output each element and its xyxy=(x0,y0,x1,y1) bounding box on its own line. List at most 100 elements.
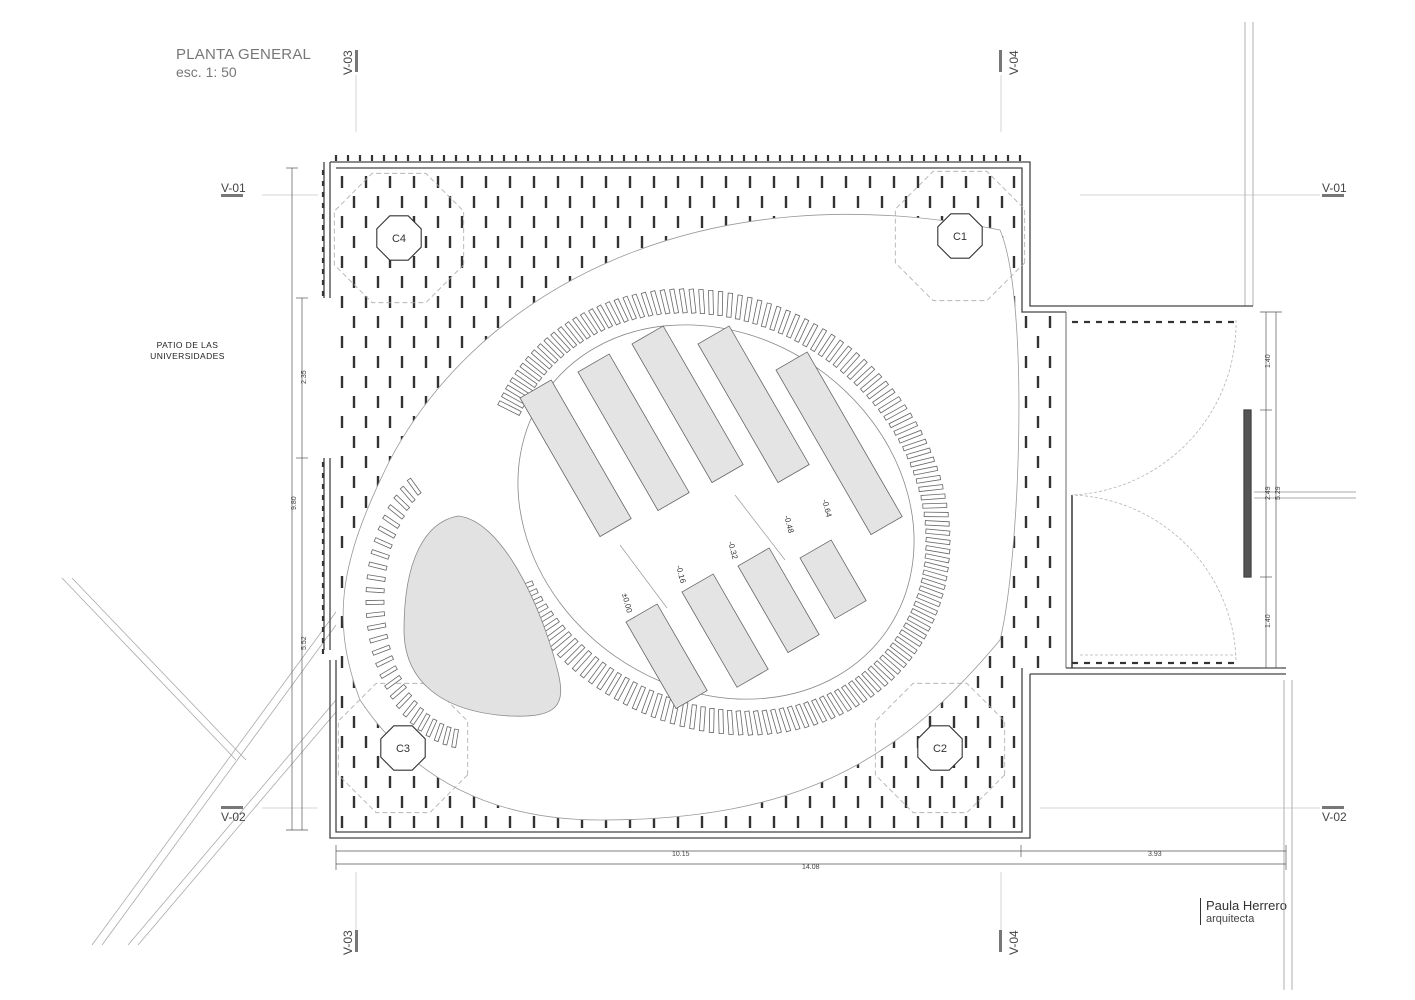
seat xyxy=(613,298,629,323)
section-marker-v04-bottom: V-04 xyxy=(999,930,1021,955)
column xyxy=(376,215,422,261)
seat xyxy=(825,339,845,363)
seat xyxy=(717,291,724,317)
seat xyxy=(726,709,734,736)
seat xyxy=(920,577,946,591)
seat xyxy=(803,701,819,726)
plan-scale: esc. 1: 50 xyxy=(176,64,237,80)
seat xyxy=(888,412,913,429)
seat xyxy=(897,429,923,444)
seat xyxy=(536,343,559,364)
column xyxy=(937,213,983,259)
marker-v04-top-text: V-04 xyxy=(1007,50,1021,75)
seat xyxy=(550,331,571,354)
seat xyxy=(524,355,548,376)
marker-v02-right-text: V-02 xyxy=(1322,810,1347,824)
seat xyxy=(752,710,763,736)
seat xyxy=(925,545,951,555)
seat xyxy=(530,349,553,370)
dim-right-total: 5.29 xyxy=(1275,486,1282,500)
seat xyxy=(867,665,889,687)
seat xyxy=(613,676,630,701)
seat xyxy=(698,706,706,732)
seat xyxy=(579,655,600,679)
seat xyxy=(873,660,896,681)
seat xyxy=(859,372,883,393)
dim-vert-a: 2.35 xyxy=(301,370,308,384)
seat xyxy=(925,536,951,546)
seat xyxy=(373,537,393,550)
seat xyxy=(794,318,810,343)
bench xyxy=(697,325,810,484)
seat xyxy=(826,692,844,716)
marker-v03-bottom-text: V-03 xyxy=(341,930,355,955)
seat xyxy=(898,629,923,648)
axis-lines xyxy=(262,75,1320,935)
seat xyxy=(622,295,637,321)
context-label: PATIO DE LAS UNIVERSIDADES xyxy=(150,340,225,361)
seat xyxy=(918,585,944,599)
seat xyxy=(903,622,927,640)
section-marker-v04-top: V-04 xyxy=(999,50,1021,75)
section-marker-v02-left: V-02 xyxy=(221,806,246,824)
seat xyxy=(365,599,385,605)
bench xyxy=(681,573,769,688)
aisle-lines xyxy=(619,494,786,609)
marker-v01-left-text: V-01 xyxy=(221,181,246,195)
seat xyxy=(631,293,646,319)
marker-v03-top-text: V-03 xyxy=(341,50,355,75)
seat xyxy=(866,380,890,400)
wall-hatching xyxy=(321,155,1234,665)
seat xyxy=(395,692,413,710)
seat xyxy=(596,304,614,329)
seat xyxy=(500,392,526,409)
seat xyxy=(925,528,951,536)
seat xyxy=(846,358,868,381)
seat xyxy=(920,493,946,501)
seat xyxy=(811,698,828,723)
seat xyxy=(367,622,387,631)
seat xyxy=(519,362,543,382)
dim-horiz-b: 3.93 xyxy=(1148,851,1162,858)
seat xyxy=(393,494,411,511)
seat xyxy=(910,608,935,624)
seat xyxy=(451,728,459,748)
seat xyxy=(688,288,697,314)
marker-v01-right-text: V-01 xyxy=(1322,181,1347,195)
seat xyxy=(802,323,819,348)
seat xyxy=(818,695,836,720)
seat xyxy=(564,321,585,344)
dim-right-a: 1.40 xyxy=(1265,354,1272,368)
seat xyxy=(906,615,932,632)
column-label: C2 xyxy=(933,743,947,755)
seat xyxy=(839,352,861,374)
seat xyxy=(660,696,672,722)
author-name: Paula Herrero xyxy=(1206,898,1287,913)
section-marker-v02-right: V-02 xyxy=(1322,806,1347,824)
seat xyxy=(912,465,939,476)
bench xyxy=(577,353,690,512)
seat xyxy=(718,709,724,735)
exterior-walls xyxy=(329,161,1286,839)
seat xyxy=(893,421,919,436)
seat xyxy=(640,291,654,317)
altar-plinth xyxy=(403,515,562,717)
seat xyxy=(389,683,407,700)
marker-v04-bottom-text: V-04 xyxy=(1007,930,1021,955)
author-role: arquitecta xyxy=(1206,913,1255,925)
seat xyxy=(659,289,671,315)
seat xyxy=(571,650,593,672)
seat xyxy=(902,438,928,452)
bench xyxy=(519,379,632,538)
seat xyxy=(913,600,939,616)
seat xyxy=(587,661,607,685)
seat xyxy=(743,296,753,323)
seat xyxy=(596,666,615,691)
seat xyxy=(889,642,913,662)
seat xyxy=(778,707,792,733)
seat xyxy=(556,637,579,659)
seat xyxy=(923,511,949,518)
dimension-texts: 10.15 3.93 14.08 9.80 2.35 5.52 1.40 2.4… xyxy=(291,354,1282,871)
seat xyxy=(371,644,391,656)
